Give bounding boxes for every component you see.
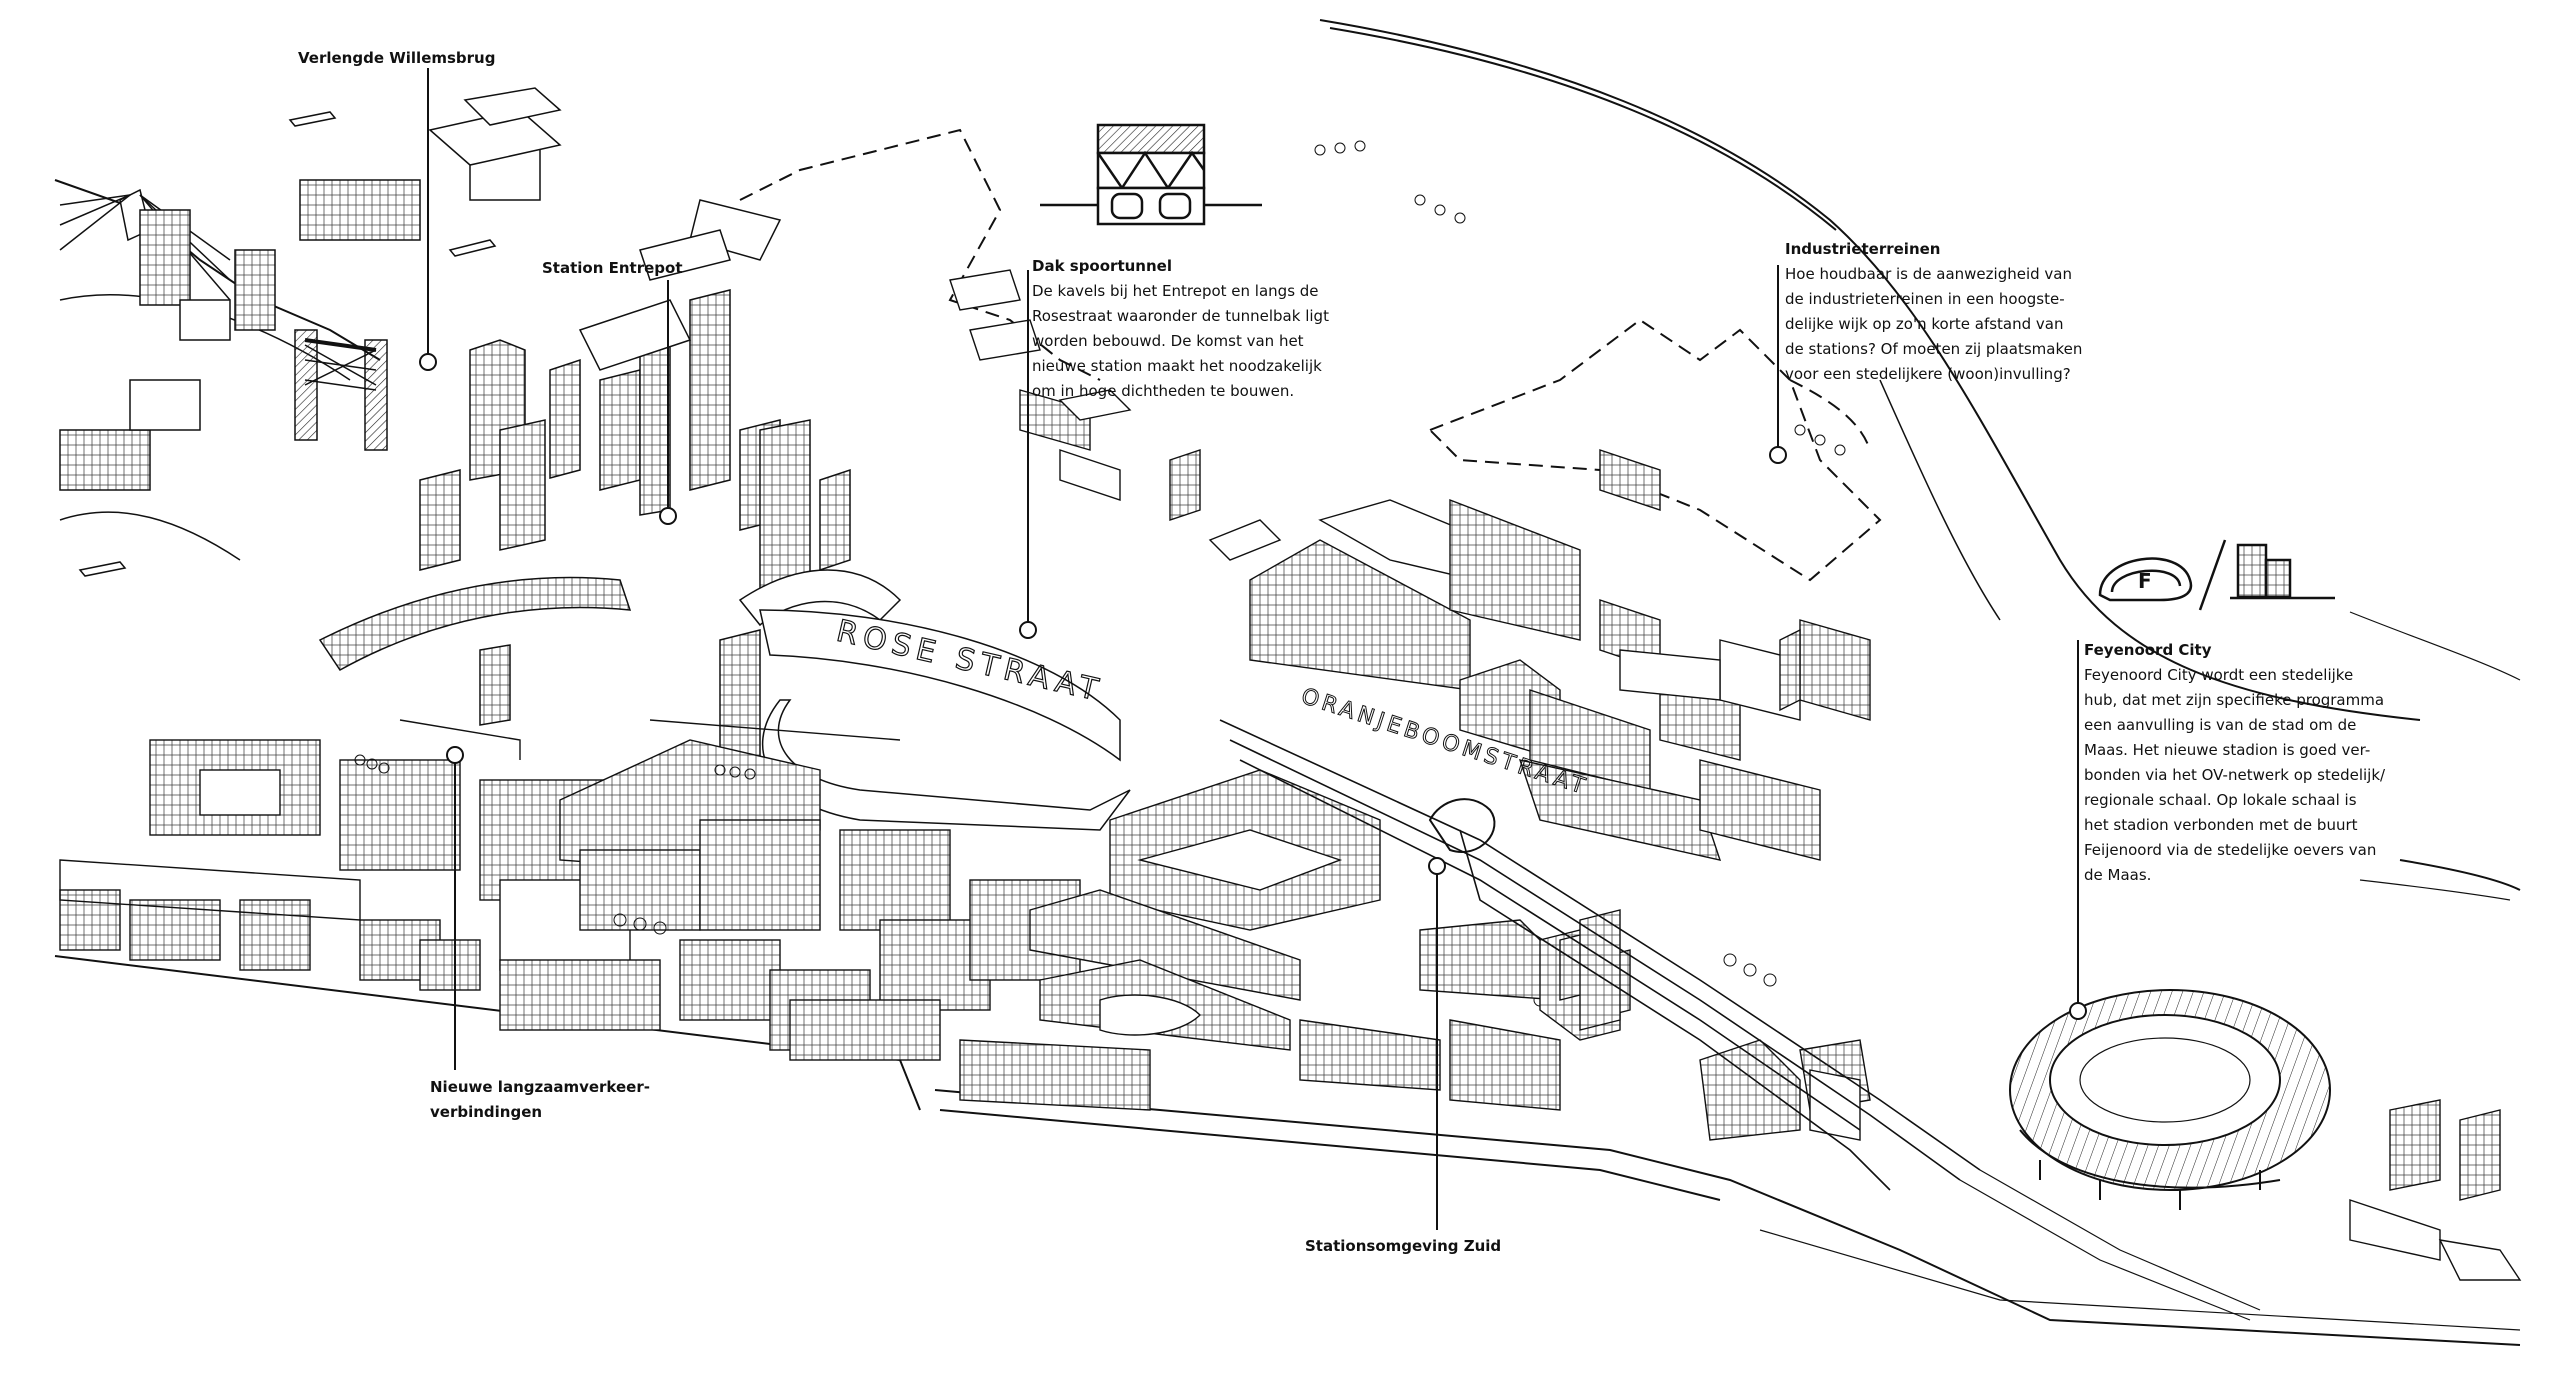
leader-lines	[419, 68, 2087, 1230]
label-industrieterreinen: Industrieterreinen Hoe houdbaar is de aa…	[1785, 240, 2083, 383]
feyenoord-stadium	[2009, 989, 2331, 1210]
stadium-icon-letter: F	[2138, 569, 2152, 593]
willemsbrug-area	[54, 87, 562, 577]
railway-zuid	[1219, 719, 2261, 1321]
southern-blocks	[959, 769, 1871, 1141]
middle-district-grid	[59, 719, 1081, 1061]
label-nieuwe-langzaamverkeer: Nieuwe langzaamverkeer- verbindingen	[430, 1078, 650, 1121]
stadium-skyline-icon: F	[2098, 539, 2335, 611]
label-station-entrepot: Station Entrepot	[542, 259, 683, 277]
de-hef-bridge	[294, 329, 388, 451]
entrepot-towers	[419, 199, 851, 601]
label-stationsomgeving-zuid: Stationsomgeving Zuid	[1305, 1237, 1502, 1255]
label-dak-spoortunnel: Dak spoortunnel De kavels bij het Entrep…	[1032, 257, 1329, 400]
label-verlengde-willemsbrug: Verlengde Willemsbrug	[298, 49, 496, 67]
nw-buildings	[59, 87, 562, 491]
label-feyenoord-city: Feyenoord City Feyenoord City wordt een …	[2084, 641, 2386, 884]
tunnel-section-icon	[1040, 123, 1262, 226]
eastern-blocks	[949, 269, 1871, 861]
stadium-side-buildings	[2349, 1099, 2522, 1281]
river-edges	[1319, 19, 2521, 901]
rosestraat-blocks	[318, 569, 1131, 831]
